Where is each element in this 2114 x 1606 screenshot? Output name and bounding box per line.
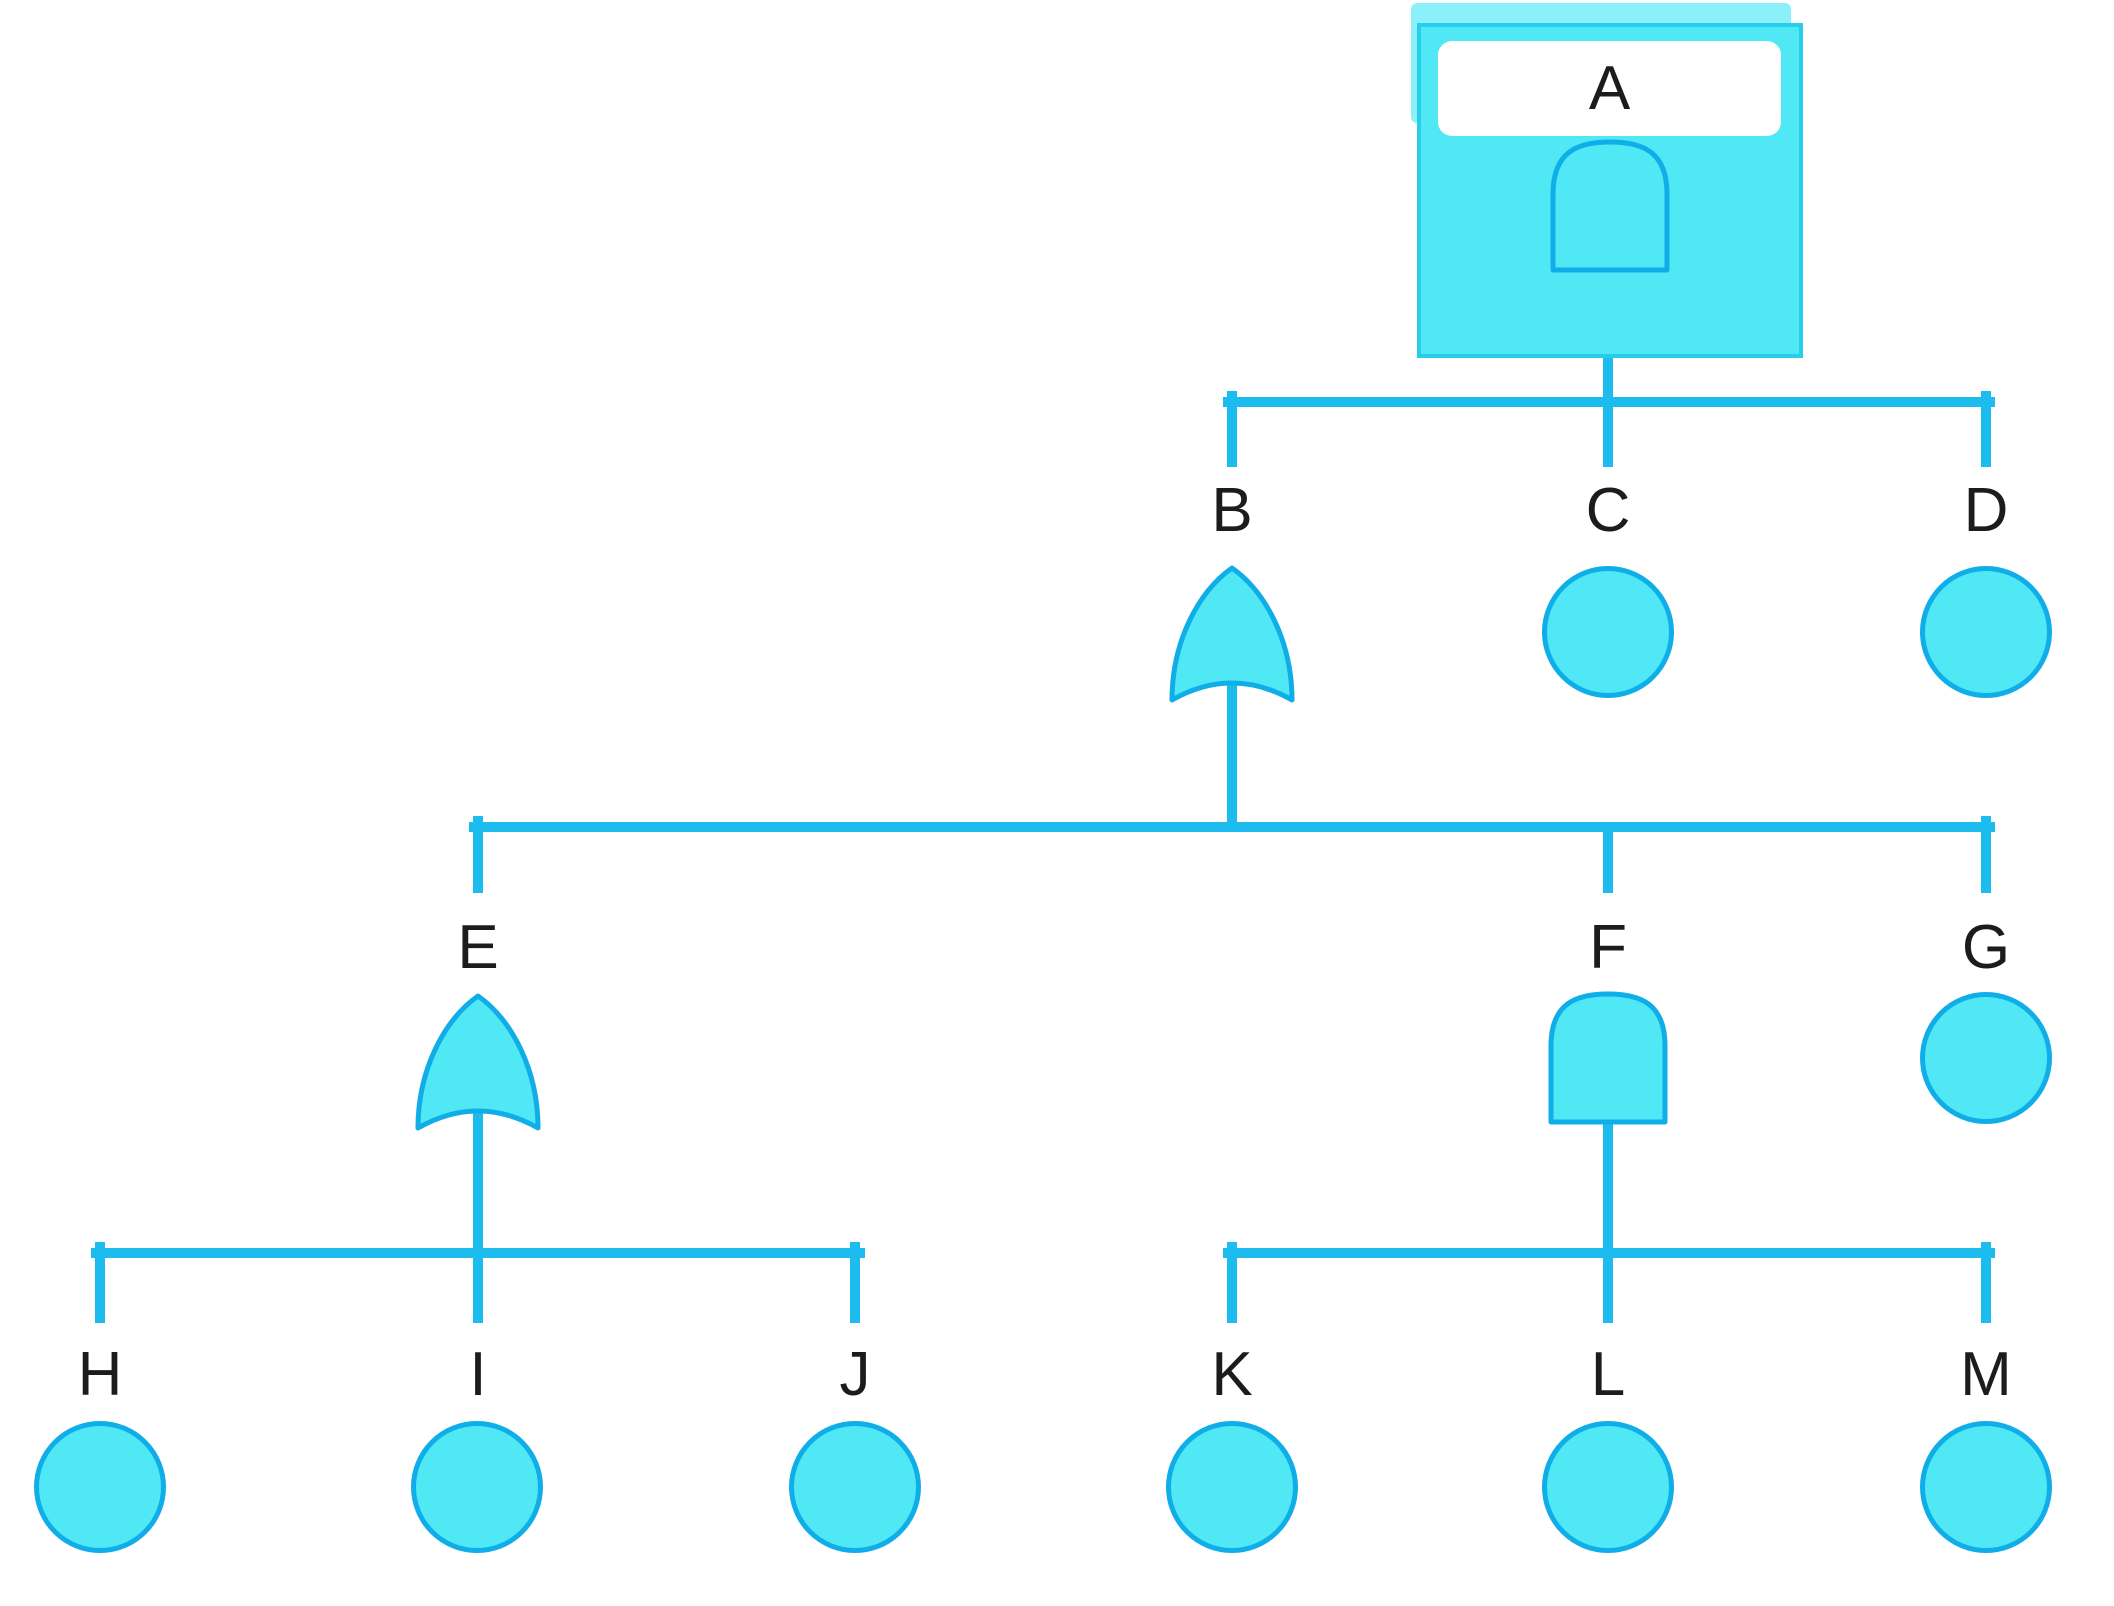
node-f-and-gate-icon[interactable] <box>1543 988 1673 1128</box>
node-k-label: K <box>1211 1340 1253 1409</box>
node-l-label: L <box>1590 1340 1626 1409</box>
node-m-basic-event-circle[interactable] <box>1920 1421 2052 1553</box>
connector-f-stub <box>1603 822 1613 893</box>
connector-bus-hij <box>91 1248 865 1258</box>
node-c-label: C <box>1585 476 1631 545</box>
node-j-basic-event-circle[interactable] <box>789 1421 921 1553</box>
node-m-label: M <box>1960 1340 2012 1409</box>
and-gate-icon <box>1545 136 1675 276</box>
node-e-or-gate-icon[interactable] <box>408 988 548 1136</box>
node-b-or-gate-icon[interactable] <box>1162 560 1302 708</box>
connector-e-stub <box>473 816 483 893</box>
connector-h-stub <box>95 1242 105 1323</box>
node-a-label: A <box>1438 41 1781 136</box>
node-d-label: D <box>1963 476 2009 545</box>
node-h-label: H <box>77 1340 123 1409</box>
node-l-basic-event-circle[interactable] <box>1542 1421 1674 1553</box>
node-i-basic-event-circle[interactable] <box>411 1421 543 1553</box>
connector-e-stem <box>473 1100 483 1323</box>
node-i-label: I <box>469 1340 487 1409</box>
node-f-label: F <box>1589 913 1627 982</box>
connector-bus-klm <box>1223 1248 1995 1258</box>
node-g-basic-event-circle[interactable] <box>1920 992 2052 1124</box>
node-c-basic-event-circle[interactable] <box>1542 566 1674 698</box>
connector-k-stub <box>1227 1242 1237 1323</box>
node-e-label: E <box>457 913 499 982</box>
connector-g-stub <box>1981 816 1991 893</box>
connector-a-drop <box>1603 268 1613 467</box>
connector-j-stub <box>850 1242 860 1323</box>
connector-b-stub <box>1227 391 1237 467</box>
connector-bus-efg <box>469 822 1995 832</box>
connector-d-stub <box>1981 391 1991 467</box>
node-k-basic-event-circle[interactable] <box>1166 1421 1298 1553</box>
node-d-basic-event-circle[interactable] <box>1920 566 2052 698</box>
node-g-label: G <box>1961 913 2011 982</box>
connector-bus-abc <box>1223 397 1995 407</box>
node-a[interactable]: A <box>1411 3 1811 363</box>
connector-b-stem <box>1227 672 1237 832</box>
connector-m-stub <box>1981 1242 1991 1323</box>
node-b-label: B <box>1211 476 1253 545</box>
connector-f-stem <box>1603 1118 1613 1323</box>
node-h-basic-event-circle[interactable] <box>34 1421 166 1553</box>
node-j-label: J <box>839 1340 871 1409</box>
